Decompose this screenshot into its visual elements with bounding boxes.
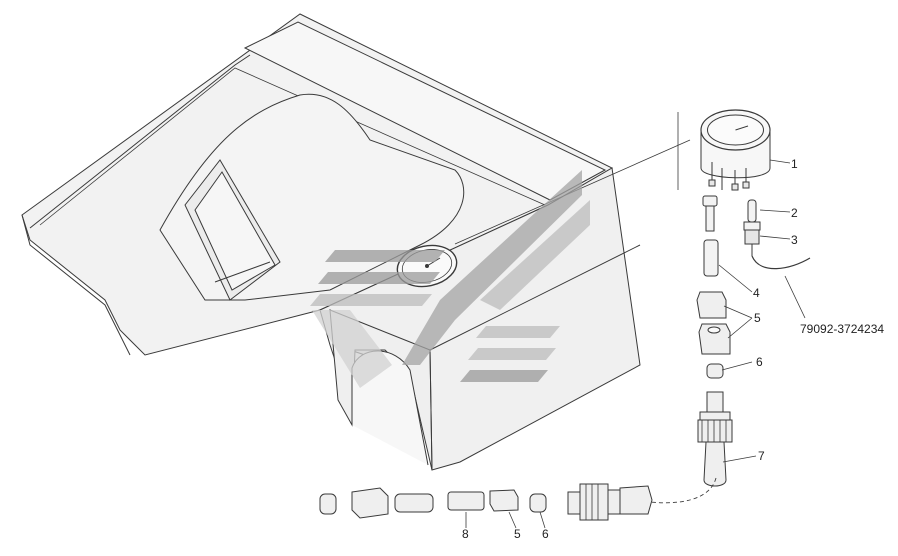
callout-8-bottom: 8 xyxy=(462,527,469,541)
callout-labels: 1 2 3 4 5 6 7 8 5 6 79092-3724234 xyxy=(462,157,884,541)
bottom-row-parts xyxy=(319,483,653,521)
callout-leaders xyxy=(465,159,806,529)
callout-4: 4 xyxy=(753,286,760,300)
dashed-connection xyxy=(649,477,717,504)
callout-7: 7 xyxy=(758,449,765,463)
part-5-nuts xyxy=(696,291,731,355)
part-7-fitting xyxy=(697,391,733,487)
callout-3: 3 xyxy=(791,233,798,247)
part-4-tube xyxy=(702,195,719,277)
callout-2: 2 xyxy=(791,206,798,220)
callout-1: 1 xyxy=(791,157,798,171)
callout-5-bottom: 5 xyxy=(514,527,521,541)
part-6-ferrule xyxy=(706,363,724,379)
callout-6: 6 xyxy=(756,355,763,369)
part-1-temperature-gauge xyxy=(700,109,771,191)
part-2-sensor xyxy=(743,199,811,270)
watermark-logo xyxy=(310,170,590,388)
callout-5: 5 xyxy=(754,311,761,325)
wire-reference-label: 79092-3724234 xyxy=(800,322,884,336)
callout-6-bottom: 6 xyxy=(542,527,549,541)
